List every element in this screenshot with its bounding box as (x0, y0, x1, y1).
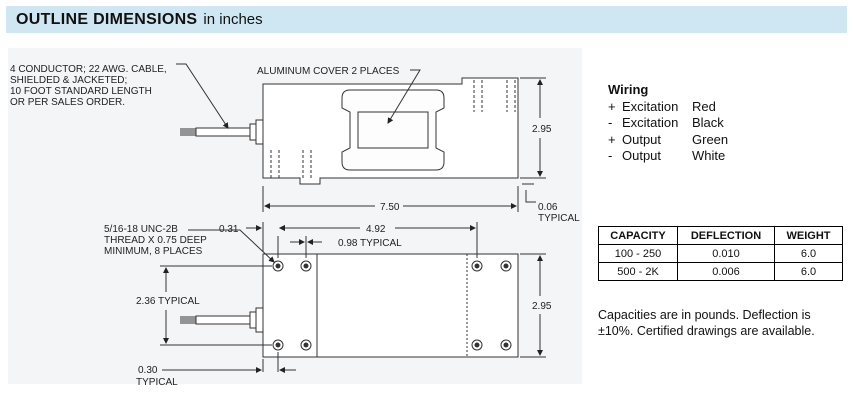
wiring-color: Red (692, 98, 716, 114)
wiring-label: Output (622, 131, 662, 147)
table-row: 500 - 2K 0.006 6.0 (598, 262, 843, 281)
wiring-row: - Output White (608, 148, 728, 165)
thread-note-line-1: 5/16-18 UNC-2B (104, 224, 178, 235)
dim-height-bottom: 2.95 (532, 301, 552, 312)
note-line-1: Capacities are in pounds. Deflection is (598, 308, 811, 322)
wiring-row: + Excitation Red (608, 99, 728, 116)
col-deflection: DEFLECTION (677, 226, 775, 245)
table-cell: 0.006 (677, 262, 775, 281)
note-line-2: ±10%. Certified drawings are available. (598, 324, 815, 338)
dim-098: 0.98 TYPICAL (338, 238, 402, 249)
dim-thickness: 0.06 (538, 202, 558, 213)
dim-492: 4.92 (366, 224, 386, 235)
side-view (249, 77, 519, 185)
table-cell: 6.0 (774, 244, 843, 263)
table-header-row: CAPACITY DEFLECTION WEIGHT (598, 226, 843, 245)
mounting-holes (272, 260, 512, 351)
dim-height-top: 2.95 (532, 124, 552, 135)
header-title: OUTLINE DIMENSIONS (16, 11, 198, 28)
wiring-sign: - (608, 115, 613, 130)
capacity-note: Capacities are in pounds. Deflection is … (598, 307, 848, 339)
table-cell: 500 - 2K (598, 262, 678, 281)
wiring-sign: + (608, 98, 616, 114)
outline-drawing: 2.95 0.06 TYPICAL 7.50 4 CONDUCTOR; 22 A… (8, 48, 582, 388)
wiring-sign: + (608, 131, 616, 147)
header-units: in inches (203, 11, 263, 28)
thread-note-line-2: THREAD X 0.75 DEEP (104, 235, 207, 246)
wiring-label: Excitation (622, 115, 679, 130)
col-weight: WEIGHT (774, 226, 843, 245)
col-capacity: CAPACITY (598, 226, 678, 245)
section-header: OUTLINE DIMENSIONS in inches (6, 6, 847, 33)
cover-label: ALUMINUM COVER 2 PLACES (257, 66, 400, 77)
cable-note-line-2: SHIELDED & JACKETED; (10, 75, 127, 86)
thread-note-line-3: MINIMUM, 8 PLACES (104, 246, 203, 257)
wiring-label: Excitation (622, 98, 679, 114)
wiring-color: Green (692, 131, 729, 147)
wiring-row: - Excitation Black (608, 115, 728, 132)
table-row: 100 - 250 0.010 6.0 (598, 244, 843, 263)
dim-030: 0.30 (138, 365, 158, 376)
dim-length: 7.50 (380, 202, 400, 213)
wiring-legend: Wiring + Excitation Red - Excitation Bla… (608, 82, 728, 165)
wiring-sign: - (608, 148, 613, 163)
wiring-row: + Output Green (608, 132, 728, 149)
cable-note-line-3: 10 FOOT STANDARD LENGTH (10, 86, 152, 97)
table-cell: 6.0 (774, 262, 843, 281)
wiring-color: White (692, 148, 726, 163)
wiring-title: Wiring (608, 82, 649, 97)
table-cell: 100 - 250 (598, 244, 678, 263)
dim-thickness-sub: TYPICAL (538, 213, 580, 224)
dim-030-sub: TYPICAL (136, 377, 178, 388)
cable-note-line-1: 4 CONDUCTOR; 22 AWG. CABLE, (10, 64, 167, 75)
wiring-color: Black (692, 115, 724, 130)
cable-plan (180, 315, 251, 325)
capacity-table: CAPACITY DEFLECTION WEIGHT 100 - 250 0.0… (598, 226, 843, 281)
table-cell: 0.010 (677, 244, 775, 263)
wiring-label: Output (622, 148, 662, 163)
cable-note-line-4: OR PER SALES ORDER. (10, 97, 125, 108)
dim-236: 2.36 TYPICAL (136, 296, 200, 307)
